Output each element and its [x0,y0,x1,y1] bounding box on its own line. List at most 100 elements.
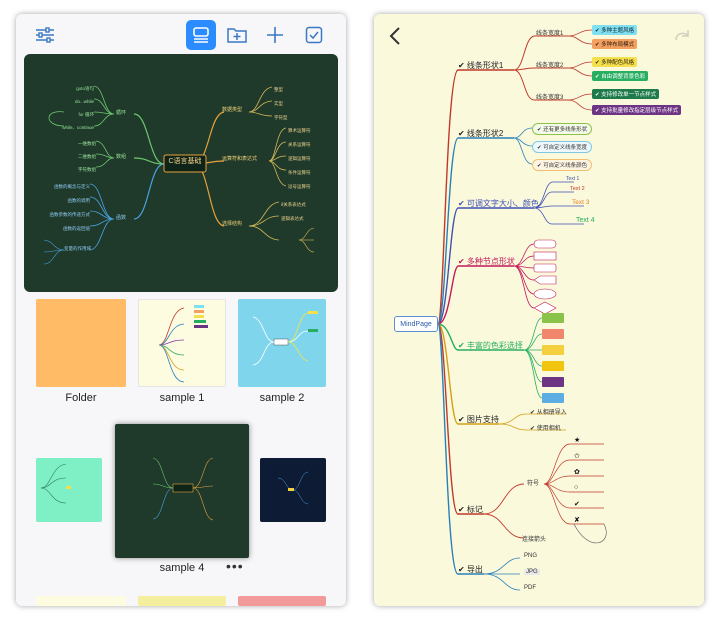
leaf: 逻辑运算符 [288,156,311,161]
sub-line-width-2[interactable]: 线条宽度2 [536,63,564,69]
pill[interactable]: ✔ 可自定义线条颜色 [532,159,593,171]
color-swatch[interactable] [542,313,564,323]
sample-2-thumbnail[interactable] [238,299,326,387]
branch-array: 数组 [116,154,127,160]
featured-mindmap-preview[interactable]: C语言基础 数据类型 运算符和表达式 选择结构 整型 实型 字符型 算术运算符 … [24,54,338,292]
chip[interactable]: ✔ 多种布局模式 [592,39,638,49]
leaf: 函数的返回值 [63,226,90,231]
circle-icon: ○ [574,484,579,491]
sub-line-width-1[interactable]: 线条宽度1 [536,31,564,37]
color-swatch[interactable] [542,329,564,339]
library-screen: C语言基础 数据类型 运算符和表达式 选择结构 整型 实型 字符型 算术运算符 … [16,14,346,606]
leaf: 字符数组 [78,167,96,172]
item-label-sample-4[interactable]: sample 4 [159,562,205,574]
list-view-icon [193,27,209,43]
leaf: 一维数组 [78,141,96,146]
leaf: 函数的调用 [67,198,91,203]
branch-line-shape-2[interactable]: ✔ 线条形状2 [458,129,504,138]
leaves-r2: 算术运算符 关系运算符 逻辑运算符 条件运算符 逗号运算符 [288,124,311,194]
leaves-l2: 一维数组 二维数组 字符数组 [68,137,96,176]
leaf: 实型 [274,101,283,106]
branch-images[interactable]: ✔ 图片支持 [458,415,499,424]
color-swatch[interactable] [542,377,564,387]
branch-node-shapes[interactable]: ✔ 多种节点形状 [458,257,515,266]
mark-arrow-label[interactable]: 连接箭头 [522,537,547,543]
item-thumbnail[interactable] [138,596,226,606]
color-swatch[interactable] [542,345,564,355]
flower-icon: ✿ [574,469,580,476]
text-size-sample[interactable]: Text 2 [570,186,585,192]
item-label-folder[interactable]: Folder [65,392,97,404]
sample-4-thumbnail[interactable] [115,424,249,558]
item-label-sample-1[interactable]: sample 1 [159,392,205,404]
checkbox-icon [305,26,323,44]
redo-button[interactable] [672,24,692,48]
leaf: 逻辑表达式 [281,216,304,221]
chip[interactable]: ✔ 自由调整背景色彩 [592,71,649,81]
branch-text-style[interactable]: ✔ 可调文字大小、颜色 [458,199,539,208]
leaf: 函数参数的传递方式 [49,212,91,217]
mark-symbol-label[interactable]: 符号 [527,481,540,487]
branch-marks[interactable]: ✔ 标记 [458,505,483,514]
more-options-button[interactable]: ••• [226,558,244,574]
chip[interactable]: ✔ 支持批量修改指定层级节点样式 [592,105,682,115]
color-swatch[interactable] [542,361,564,371]
check-icon: ✔ [574,501,580,508]
redo-icon [675,30,689,41]
featured-root-label: C语言基础 [168,158,202,165]
export-png[interactable]: PNG [524,553,538,559]
back-button[interactable] [386,24,406,48]
text-size-sample[interactable]: Text 1 [566,176,580,182]
export-jpg[interactable]: JPG [524,569,540,575]
leaf: 字符型 [274,115,288,120]
mindmap-thumbnail-icon [158,305,208,383]
chip[interactable]: ✔ 支持修改单一节点样式 [592,89,660,99]
new-folder-button[interactable] [222,20,252,50]
export-pdf[interactable]: PDF [524,585,536,591]
view-toggle-button[interactable] [186,20,216,50]
image-from-camera[interactable]: ✔ 使用相机 [530,426,561,432]
settings-button[interactable] [30,20,60,50]
item-thumbnail[interactable] [36,596,126,606]
branch-colors[interactable]: ✔ 丰富的色彩选择 [458,341,523,350]
add-button[interactable] [260,20,290,50]
new-folder-icon [227,28,247,43]
sample-1-thumbnail[interactable] [138,299,226,387]
leaves-r3: if关系表达式 逻辑表达式 [281,198,306,226]
leaf: 算术运算符 [288,128,311,133]
chip[interactable]: ✔ 多种主题风格 [592,25,638,35]
cross-icon: ✘ [574,517,580,524]
leaf: 函数的概念与定义 [54,184,90,189]
sample-3-thumbnail[interactable] [36,458,102,522]
chip[interactable]: ✔ 多种配色风格 [592,57,638,67]
branch-line-shape-1[interactable]: ✔ 线条形状1 [458,61,504,70]
folder-thumbnail[interactable] [36,299,126,387]
plus-icon [267,27,283,43]
mindmap-canvas [43,85,315,265]
sliders-icon [36,27,54,43]
mindmap-thumbnail-icon [277,471,309,505]
branch-data-types: 数据类型 [222,107,243,113]
item-label-sample-2[interactable]: sample 2 [259,392,305,404]
text-size-sample[interactable]: Text 4 [576,217,595,224]
select-button[interactable] [299,20,329,50]
sub-line-width-3[interactable]: 线条宽度3 [536,95,564,101]
leaf: goto语句 [76,86,94,91]
text-size-sample[interactable]: Text 3 [572,199,590,206]
item-thumbnail[interactable] [238,596,326,606]
root-node[interactable]: MindPage [394,316,438,332]
branch-operators: 运算符和表达式 [222,156,258,162]
sample-5-thumbnail[interactable] [260,458,326,522]
chevron-left-icon [389,27,400,45]
mindmap-thumbnail-icon [40,463,71,504]
branch-export[interactable]: ✔ 导出 [458,565,483,574]
pill[interactable]: ✔ 还有更多线条形状 [532,123,593,135]
mindmap-editor-screen: MindPage ✔ 线条形状1 ✔ 线条形状2 ✔ 可调文字大小、颜色 ✔ 多… [374,14,704,606]
leaf: 二维数组 [78,154,96,159]
pill[interactable]: ✔ 可自定义线条宽度 [532,141,593,153]
leaf: 变量的作用域 [64,246,91,251]
leaf: 关系运算符 [288,142,311,147]
image-from-album[interactable]: ✔ 从相册导入 [530,410,567,416]
leaf: 整型 [274,87,283,92]
color-swatch[interactable] [542,393,564,403]
